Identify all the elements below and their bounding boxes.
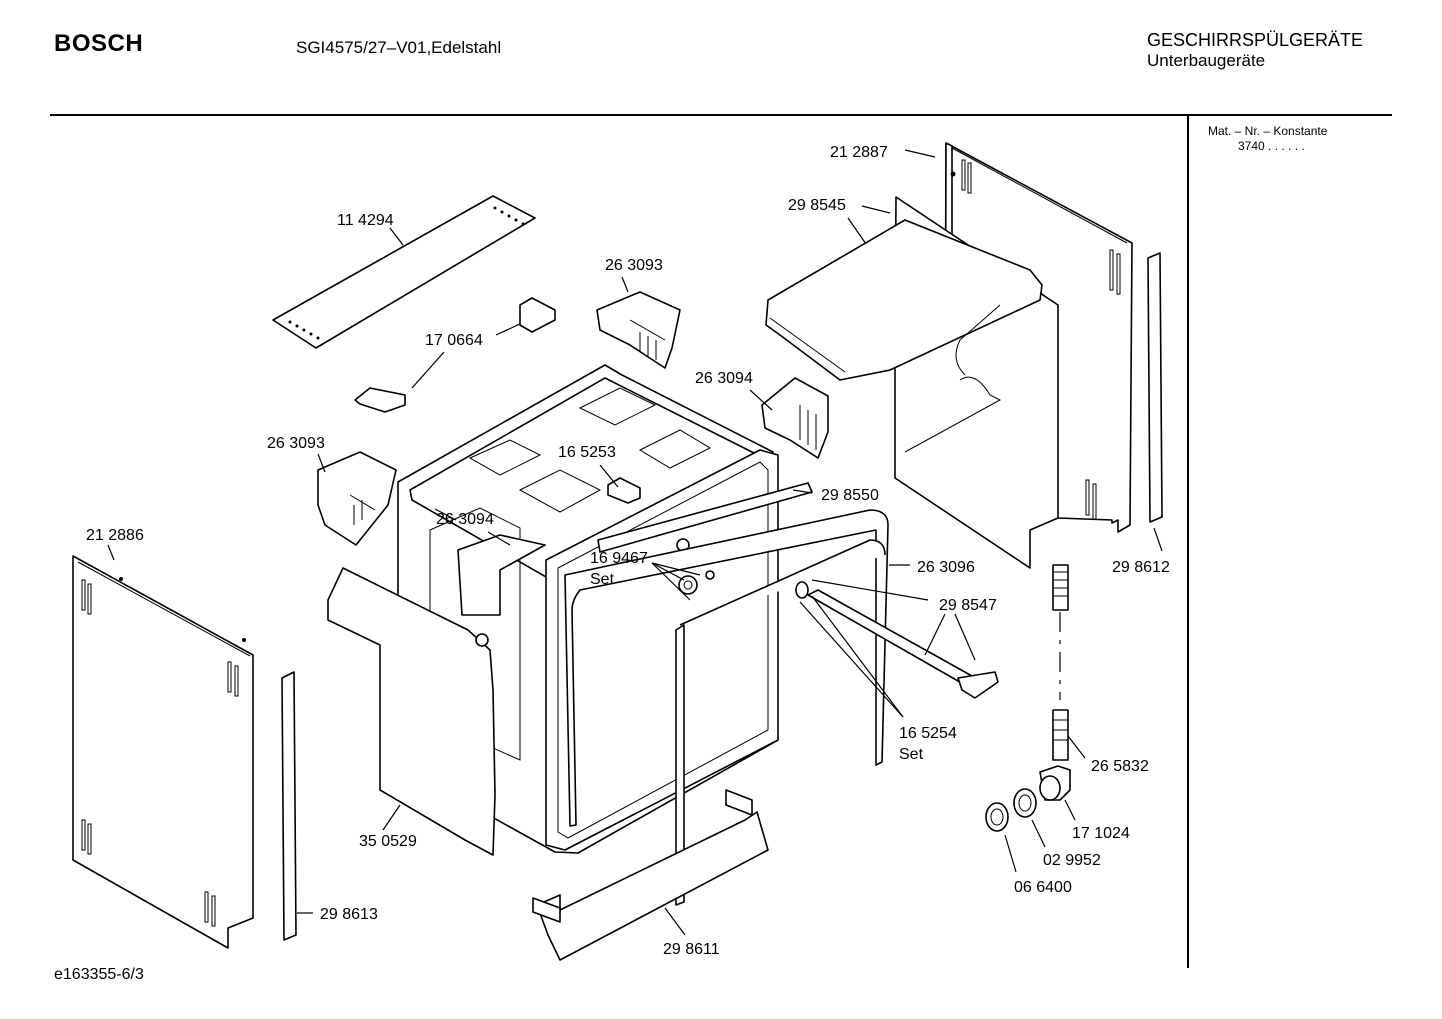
part-171024-elbow <box>1039 765 1071 801</box>
part-298612-strip-right <box>1147 252 1163 523</box>
mat-nr-value: 3740 . . . . . . <box>1238 139 1305 153</box>
model-number: SGI4575/27–V01,Edelstahl <box>296 38 502 57</box>
document-id: e163355-6/3 <box>54 966 144 983</box>
part-263096-door-gasket <box>564 509 889 906</box>
leader-lines <box>107 149 1163 936</box>
label-265832: 26 5832 <box>1091 758 1149 775</box>
label-263094-left: 26 3094 <box>436 511 494 528</box>
part-029952-ring <box>1013 788 1037 818</box>
label-212887: 21 2887 <box>830 144 888 161</box>
part-298611-kick-plate <box>532 789 769 961</box>
label-298545: 29 8545 <box>788 197 846 214</box>
label-263093-upper: 26 3093 <box>605 257 663 274</box>
part-066400-nut <box>985 802 1009 832</box>
label-298613: 29 8613 <box>320 906 378 923</box>
category-title: GESCHIRRSPÜLGERÄTE <box>1147 30 1364 50</box>
label-165254-set: Set <box>899 746 924 763</box>
part-263093-bracket-left <box>317 451 397 546</box>
label-298550: 29 8550 <box>821 487 879 504</box>
label-212886: 21 2886 <box>86 527 144 544</box>
label-066400: 06 6400 <box>1014 879 1072 896</box>
mat-nr-label: Mat. – Nr. – Konstante <box>1208 124 1328 138</box>
category-subtitle: Unterbaugeräte <box>1147 51 1266 70</box>
side-panel-divider <box>1187 116 1189 968</box>
part-265832-hose <box>1052 564 1069 761</box>
part-298545-top-cover <box>765 196 1059 569</box>
label-169467-set: Set <box>590 571 615 588</box>
part-263094-cover-left <box>457 534 546 616</box>
label-170664: 17 0664 <box>425 332 483 349</box>
part-170664-brackets <box>354 297 556 413</box>
part-263094-cover-upper <box>761 377 829 459</box>
label-165254: 16 5254 <box>899 725 957 742</box>
label-263093-left: 26 3093 <box>267 435 325 452</box>
label-298611: 29 8611 <box>663 941 720 958</box>
part-298547-hinge-rod <box>795 581 999 699</box>
part-114294-insulation-strip <box>272 195 536 349</box>
label-171024: 17 1024 <box>1072 825 1130 842</box>
part-350529-front-panel <box>327 567 496 856</box>
part-263093-bracket-upper <box>596 291 681 369</box>
label-169467: 16 9467 <box>590 550 648 567</box>
part-169467-hub <box>676 538 715 595</box>
label-350529: 35 0529 <box>359 833 417 850</box>
label-263096: 26 3096 <box>917 559 975 576</box>
label-114294: 11 4294 <box>337 212 394 229</box>
label-298547: 29 8547 <box>939 597 997 614</box>
label-029952: 02 9952 <box>1043 852 1101 869</box>
brand-logo: BOSCH <box>54 30 144 57</box>
header-divider <box>50 114 1392 116</box>
part-298613-strip-left <box>281 671 297 941</box>
label-263094-upper: 26 3094 <box>695 370 753 387</box>
part-298550-rail <box>597 482 813 553</box>
label-298612: 29 8612 <box>1112 559 1170 576</box>
part-212886-left-side-panel <box>72 555 254 949</box>
label-165253: 16 5253 <box>558 444 616 461</box>
